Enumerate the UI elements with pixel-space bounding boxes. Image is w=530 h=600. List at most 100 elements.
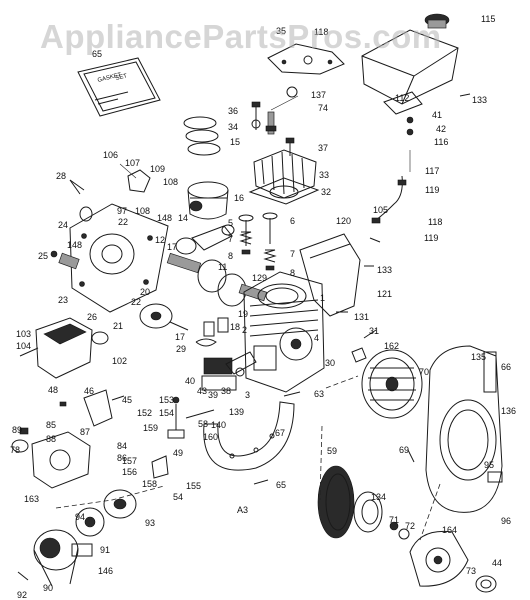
callout-102: 102 (112, 356, 127, 366)
callout-30: 30 (325, 358, 335, 368)
callout-106: 106 (103, 150, 118, 160)
callout-3: 3 (245, 390, 250, 400)
callout-85: 85 (46, 420, 56, 430)
callout-49: 49 (173, 448, 183, 458)
callout-153: 153 (159, 395, 174, 405)
tank-bracket-part (383, 91, 423, 172)
tappets-part (195, 317, 229, 347)
callout-105: 105 (373, 205, 388, 215)
callout-86: 86 (117, 453, 127, 463)
callout-155: 155 (186, 481, 201, 491)
callout-163: 163 (24, 494, 39, 504)
callout-115: 115 (481, 14, 495, 24)
crankcase-cover-part (69, 163, 169, 313)
callout-159: 159 (143, 423, 158, 433)
callout-112: 112 (395, 93, 409, 103)
callout-1: 1 (320, 293, 325, 303)
callout-48: 48 (48, 385, 58, 395)
governor-part (50, 250, 80, 270)
callout-152: 152 (137, 408, 152, 418)
guide-lines (55, 375, 441, 541)
callout-39: 39 (208, 390, 218, 400)
callout-96: 96 (501, 516, 511, 526)
shroud-plate-part (299, 233, 361, 317)
callout-65: 65 (92, 49, 102, 59)
callout-7: 7 (290, 249, 295, 259)
callout-148: 148 (67, 240, 82, 250)
crankshaft-part (166, 252, 268, 307)
governor-linkage-part (151, 396, 215, 479)
callout-28: 28 (56, 171, 66, 181)
small-bolts (69, 93, 471, 485)
callout-146: 146 (98, 566, 113, 576)
callout-97: 97 (117, 206, 127, 216)
callout-40: 40 (185, 376, 195, 386)
spark-plug-part (265, 86, 299, 135)
callout-21: 21 (113, 321, 123, 331)
callout-109: 109 (150, 164, 165, 174)
callout-17: 17 (175, 332, 185, 342)
callout-A3: A3 (237, 505, 248, 515)
connecting-rod-part (175, 224, 235, 255)
callout-44: 44 (492, 558, 502, 568)
head-bolts-part (251, 101, 295, 156)
fuel-line-part (371, 175, 407, 224)
callout-90: 90 (43, 583, 53, 593)
callout-164: 164 (442, 525, 457, 535)
callout-36: 36 (228, 106, 238, 116)
carburetor-part (201, 351, 257, 391)
callout-95: 95 (484, 460, 494, 470)
callout-45: 45 (122, 395, 132, 405)
callout-63: 63 (314, 389, 324, 399)
side-carburetor-part (11, 427, 91, 489)
callout-133: 133 (472, 95, 487, 105)
callout-137: 137 (311, 90, 326, 100)
callout-70: 70 (419, 367, 429, 377)
callout-2: 2 (242, 325, 247, 335)
callout-89: 89 (12, 425, 22, 435)
gasket-set-label-line2: SET (115, 73, 128, 82)
callout-78: 78 (10, 445, 20, 455)
callout-17: 17 (167, 242, 177, 252)
callout-94: 94 (75, 512, 85, 522)
callout-87: 87 (80, 427, 90, 437)
callout-18: 18 (230, 322, 240, 332)
callout-148: 148 (157, 213, 172, 223)
starter-cup-part (353, 491, 410, 540)
blower-housing-part (425, 345, 503, 513)
valves-part (238, 212, 278, 271)
callout-139: 139 (229, 407, 244, 417)
callout-4: 4 (314, 333, 319, 343)
recoil-starter-part (409, 530, 497, 593)
cam-gear-part (139, 303, 189, 331)
callout-121: 121 (377, 289, 392, 299)
rotating-screen-part (317, 465, 355, 539)
callout-14: 14 (178, 213, 188, 223)
callout-116: 116 (434, 137, 448, 147)
callout-93: 93 (145, 518, 155, 528)
callout-8: 8 (290, 268, 295, 278)
callout-24: 24 (58, 220, 68, 230)
callout-7: 7 (228, 234, 233, 244)
callout-54: 54 (173, 492, 183, 502)
callout-23: 23 (58, 295, 68, 305)
callout-59: 59 (327, 446, 337, 456)
callout-91: 91 (100, 545, 110, 555)
callout-22: 22 (131, 297, 141, 307)
callout-16: 16 (234, 193, 244, 203)
callout-32: 32 (321, 187, 331, 197)
callout-6: 6 (290, 216, 295, 226)
callout-108: 108 (135, 206, 150, 216)
cover-plate-part (267, 43, 345, 75)
callout-71: 71 (389, 515, 399, 525)
callout-26: 26 (87, 312, 97, 322)
callout-37: 37 (318, 143, 328, 153)
throttle-bracket-part (59, 389, 125, 427)
callout-35: 35 (276, 26, 286, 36)
callout-160: 160 (203, 432, 218, 442)
callout-65: 65 (276, 480, 286, 490)
callout-31: 31 (369, 326, 379, 336)
